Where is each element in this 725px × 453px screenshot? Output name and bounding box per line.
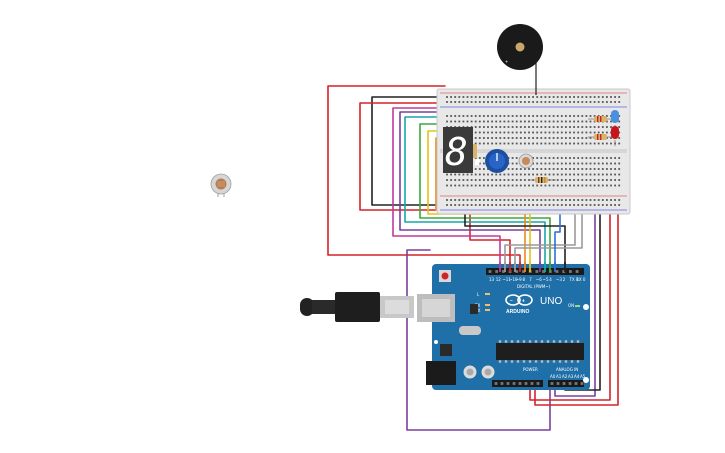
digital-header-label: DIGITAL (PWM~) [517,284,551,289]
digital-pin-label: ~10 [509,277,518,282]
wire-layer-front [499,262,566,272]
svg-text:+: + [522,299,525,305]
crystal [459,326,481,335]
buzzer-plus-label: + [505,59,508,64]
digital-pin-label: ~5 [543,277,549,282]
digital-pin-label: ~3 [556,277,562,282]
digital-pin-label: 2 [563,277,566,282]
digital-pin-label: 13 [489,277,495,282]
analog-pin-label: A0 [550,374,556,379]
analog-header [548,380,584,387]
analog-pin-label: A2 [562,374,568,379]
analog-pin-label: A4 [574,374,580,379]
resistors-right [588,116,612,140]
wire-purple-loop[interactable] [406,249,551,431]
digital-pin-label: 12 [496,277,502,282]
microcontroller-chip [496,343,584,360]
seven-seg-digit: 8. [445,130,491,174]
model-label: UNO [540,296,562,307]
digital-pin-label: ~11 [502,277,511,282]
wire-purple-upper[interactable] [399,111,541,269]
on-label: ON [568,303,574,308]
photoresistor-on-board [518,153,534,169]
piezo-buzzer: + [497,24,543,95]
usb-cable [300,292,414,322]
potentiometer[interactable] [485,149,509,173]
seven-segment-display: 8. [443,127,491,174]
digital-pin-label: 7 [529,277,532,282]
power-label: POWER [523,367,538,372]
analog-pin-label: A5 [580,374,586,379]
wire-red-right[interactable] [529,204,611,401]
analog-pin-label: A1 [556,374,562,379]
digital-pin-label: ~9 [516,277,522,282]
digital-pin-label: TX 1 [568,277,578,282]
seven-seg-body [443,127,473,173]
led-red [611,126,619,146]
analog-label: ANALOG IN [556,367,578,372]
photoresistor-standalone[interactable] [210,173,232,197]
digital-pin-label: 8 [523,277,526,282]
wire-black-gnd[interactable] [371,96,446,206]
power-jack [426,361,456,385]
wire-magenta[interactable] [392,107,501,269]
wire-green[interactable] [419,123,551,269]
digital-pin-label: 4 [549,277,552,282]
wire-yellow[interactable] [427,130,531,269]
digital-header [486,268,584,275]
digital-pin-label: ~6 [536,277,542,282]
digital-pin-label: RX 0 [576,277,586,282]
l-label: L [477,292,480,297]
analog-pin-label: A3 [568,374,574,379]
arduino-logo: − + [505,294,533,306]
resistor-mid [528,177,556,183]
wire-red-power-left[interactable] [327,85,521,269]
power-header [492,380,543,387]
brand-label: ARDUINO [506,309,529,315]
wire-teal[interactable] [404,116,546,269]
svg-text:−: − [510,298,513,304]
usb-plug-body [335,292,380,322]
wire-red-right-2[interactable] [534,204,619,406]
